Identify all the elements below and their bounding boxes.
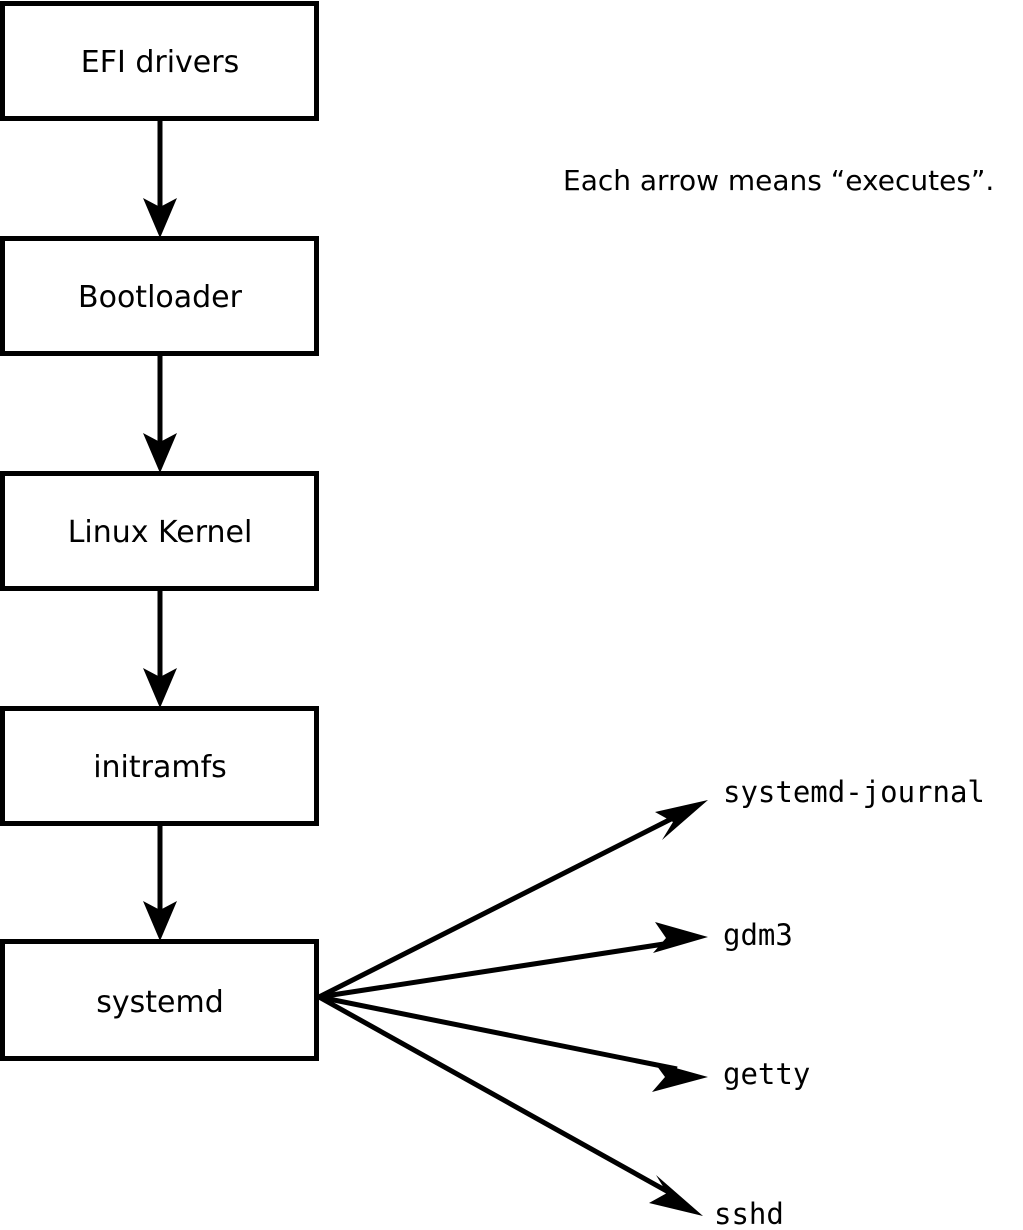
arrow-systemd-to-sshd (317, 994, 703, 1216)
arrow-head-icon (143, 198, 177, 238)
arrow-linux-kernel-to-initramfs (143, 588, 177, 708)
legend-text: Each arrow means “executes”. (563, 164, 994, 197)
arrow-systemd-to-systemd-journal (317, 800, 708, 1000)
node-linux-kernel[interactable]: Linux Kernel (0, 471, 319, 591)
node-efi-drivers[interactable]: EFI drivers (0, 1, 319, 121)
arrow-head-icon (143, 668, 177, 708)
arrow-bootloader-to-linux-kernel (143, 353, 177, 473)
service-label-sshd[interactable]: sshd (714, 1197, 784, 1230)
node-label: Linux Kernel (68, 515, 253, 550)
arrow-efi-drivers-to-bootloader (143, 118, 177, 238)
arrow-systemd-to-getty (318, 994, 708, 1092)
service-label-getty[interactable]: getty (723, 1057, 810, 1091)
arrow-head-icon (652, 1062, 708, 1092)
node-label: initramfs (93, 750, 227, 785)
node-label: EFI drivers (81, 45, 239, 80)
node-initramfs[interactable]: initramfs (0, 706, 319, 826)
node-box (0, 236, 319, 356)
arrow-head-icon (653, 922, 708, 953)
node-box (0, 939, 319, 1061)
service-label-gdm3[interactable]: gdm3 (723, 918, 793, 952)
service-label-systemd-journal[interactable]: systemd-journal (723, 775, 985, 809)
arrow-initramfs-to-systemd (143, 823, 177, 941)
arrow-head-icon (143, 901, 177, 941)
node-box (0, 1, 319, 121)
node-label: systemd (96, 985, 224, 1020)
arrow-head-icon (143, 433, 177, 473)
arrow-head-icon (655, 800, 708, 840)
node-systemd[interactable]: systemd (0, 939, 319, 1061)
node-label: Bootloader (78, 280, 243, 315)
node-box (0, 706, 319, 826)
arrow-head-icon (649, 1175, 703, 1216)
node-bootloader[interactable]: Bootloader (0, 236, 319, 356)
arrow-systemd-to-gdm3 (318, 922, 708, 1000)
